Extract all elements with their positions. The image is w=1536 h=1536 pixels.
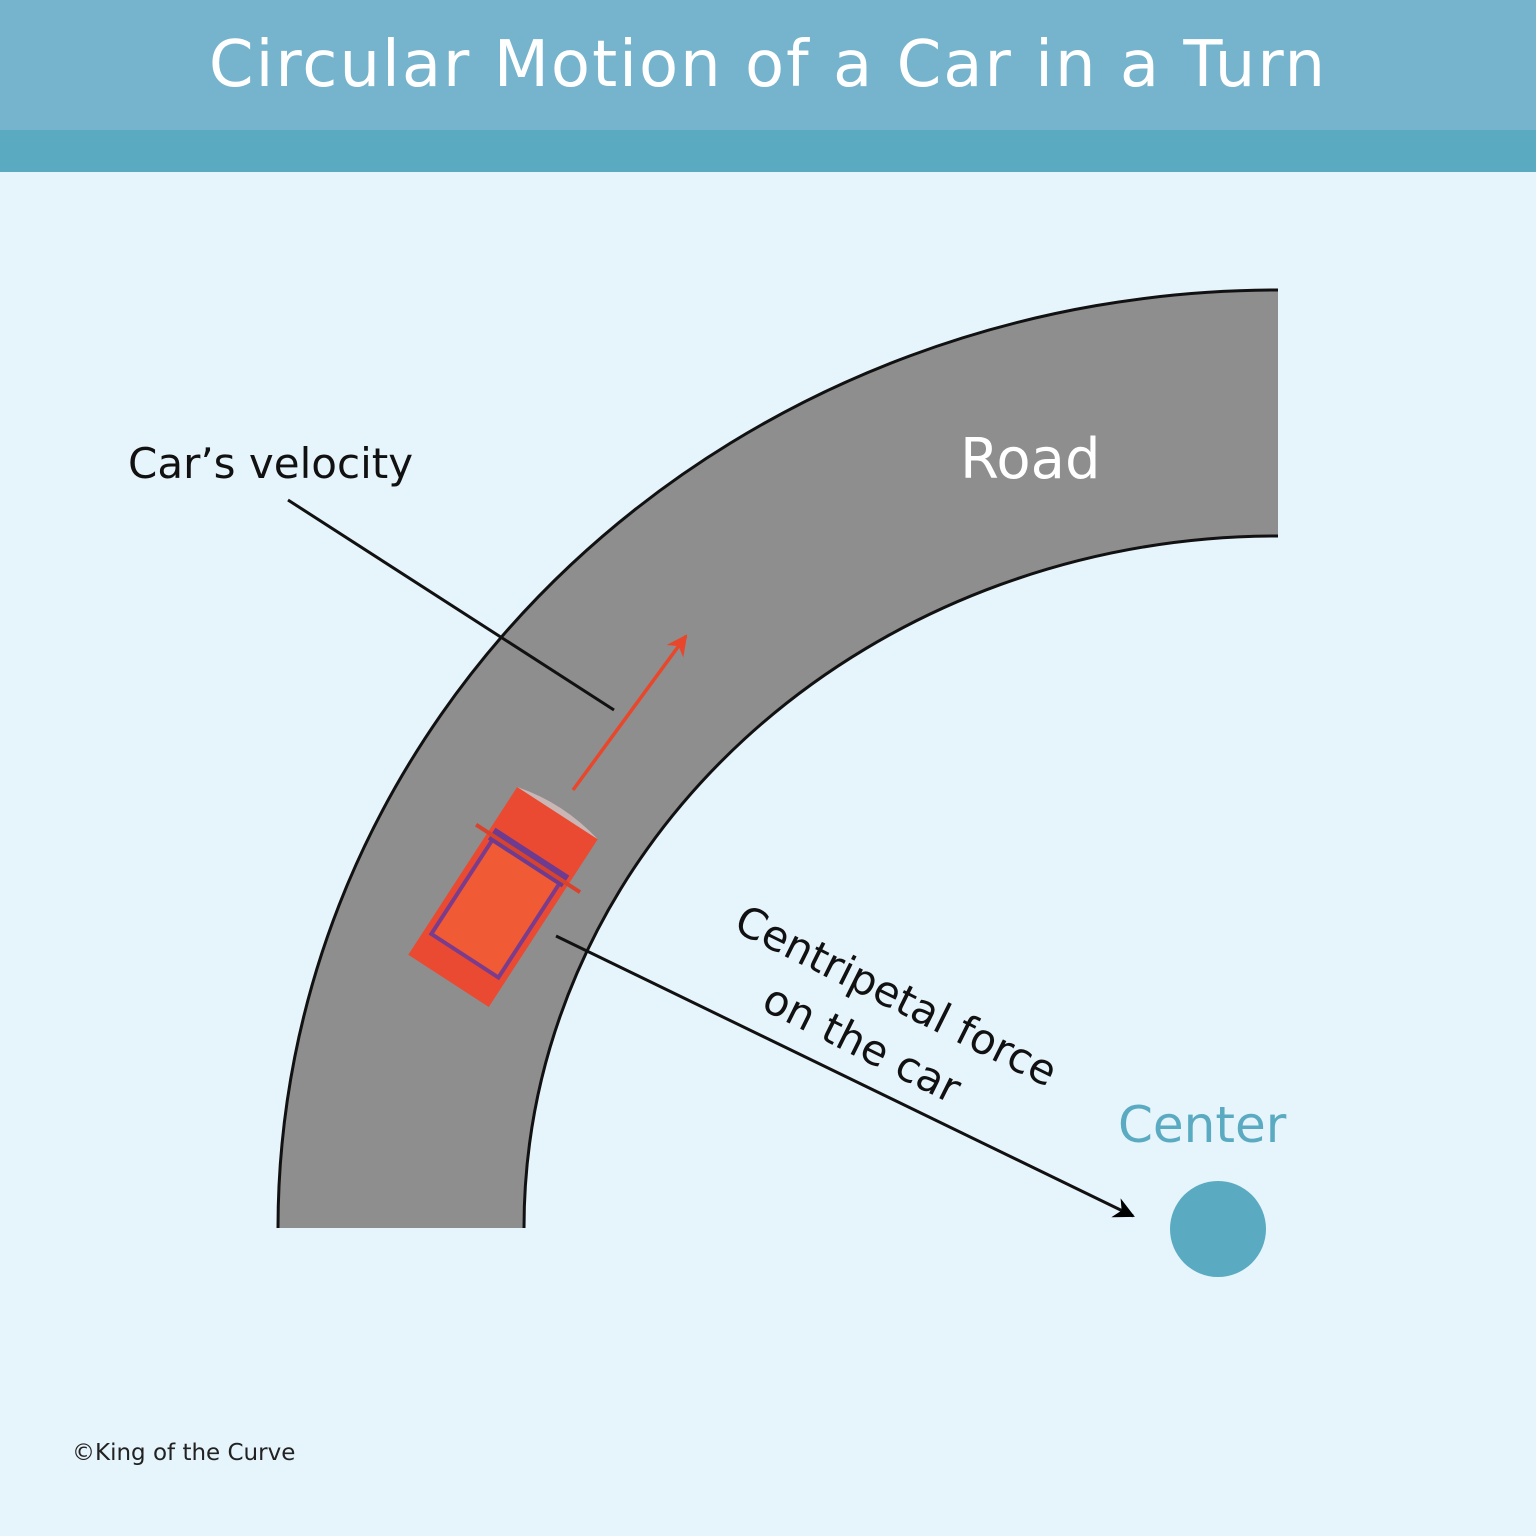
velocity-leader-line <box>287 498 615 712</box>
centripetal-force-label: Centripetal force on the car <box>728 895 1065 1113</box>
road-label: Road <box>960 427 1101 492</box>
center-label: Center <box>1118 1096 1287 1154</box>
title-bar: Circular Motion of a Car in a Turn <box>0 0 1536 130</box>
car <box>408 786 598 1008</box>
center-dot <box>1170 1181 1266 1277</box>
page-title: Circular Motion of a Car in a Turn <box>208 28 1328 102</box>
centripetal-force-arrow <box>555 934 1135 1218</box>
copyright-credit: ©King of the Curve <box>72 1440 296 1466</box>
road <box>278 290 1278 1228</box>
velocity-arrow <box>571 634 688 792</box>
header-stripe <box>0 130 1536 172</box>
road-outer-edge <box>276 288 1279 1229</box>
velocity-label: Car’s velocity <box>128 439 413 488</box>
road-inner-edge <box>522 534 1279 1229</box>
